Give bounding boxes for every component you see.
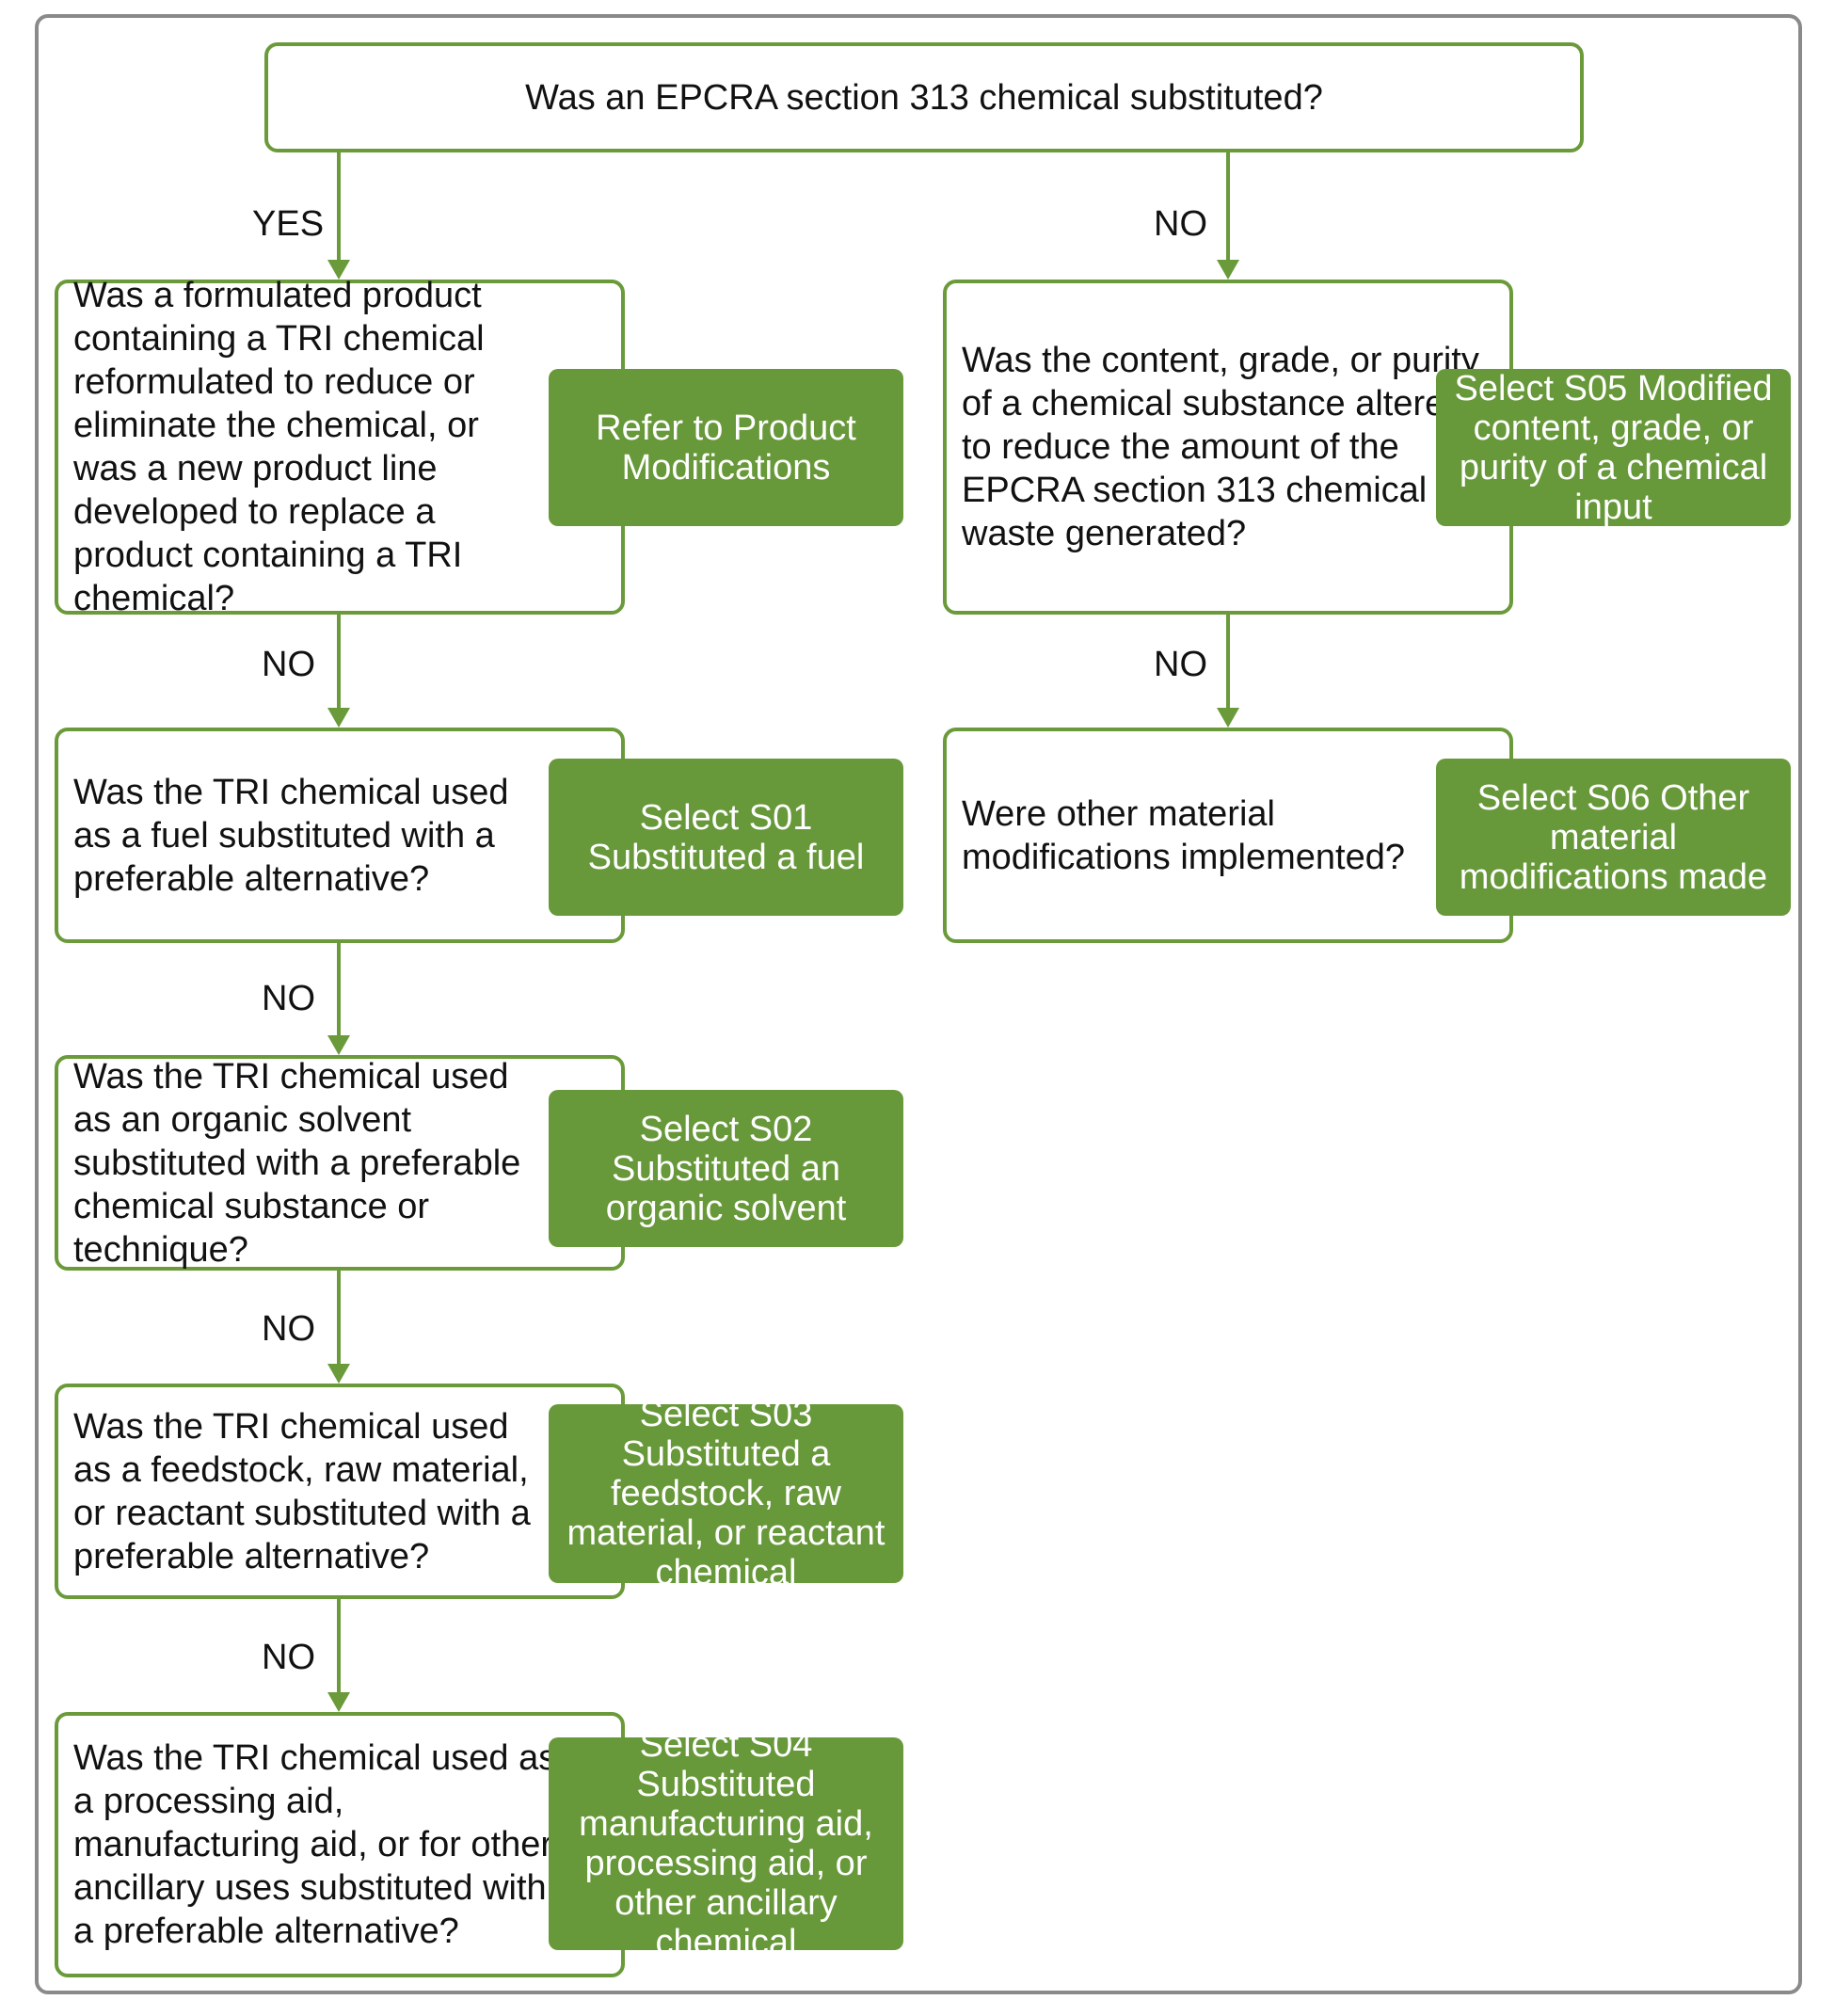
label-yes: YES bbox=[252, 204, 325, 244]
top-question-text: Was an EPCRA section 313 chemical substi… bbox=[525, 77, 1323, 118]
label-no-r1: NO bbox=[1154, 645, 1207, 684]
top-question-box: Was an EPCRA section 313 chemical substi… bbox=[264, 42, 1584, 152]
label-no-q2: NO bbox=[262, 979, 315, 1018]
question-box-q5: Was the TRI chemical used as a processin… bbox=[55, 1712, 625, 1977]
question-text-r1: Was the content, grade, or purity of a c… bbox=[962, 341, 1479, 553]
question-text-q1: Was a formulated product containing a TR… bbox=[73, 276, 485, 618]
answer-box-b2: Select S06 Other material modifications … bbox=[1436, 759, 1791, 916]
arrowhead bbox=[327, 260, 350, 280]
answer-box-a4: Select S03 Substituted a feedstock, raw … bbox=[549, 1395, 903, 1592]
answer-text-a5: Select S04 Substituted manufacturing aid… bbox=[579, 1725, 873, 1962]
question-box-q4: Was the TRI chemical used as a feedstock… bbox=[55, 1384, 625, 1599]
question-text-q3: Was the TRI chemical used as an organic … bbox=[73, 1056, 521, 1270]
label-no-right-top: NO bbox=[1154, 204, 1207, 244]
answer-box-a2: Select S01 Substituted a fuel bbox=[549, 759, 903, 916]
answer-box-a1: Refer to Product Modifications bbox=[549, 369, 903, 526]
question-text-r2: Were other material modifications implem… bbox=[962, 793, 1406, 877]
question-box-q2: Was the TRI chemical used as a fuel subs… bbox=[55, 728, 625, 943]
question-text-q5: Was the TRI chemical used as a processin… bbox=[73, 1738, 557, 1951]
arrowhead bbox=[1217, 260, 1239, 280]
answer-text-b1: Select S05 Modified content, grade, or p… bbox=[1454, 368, 1773, 527]
arrowhead bbox=[327, 708, 350, 728]
question-box-r1: Was the content, grade, or purity of a c… bbox=[943, 280, 1513, 615]
label-no-q3: NO bbox=[262, 1309, 315, 1349]
answer-text-a2: Select S01 Substituted a fuel bbox=[587, 797, 865, 877]
question-box-r2: Were other material modifications implem… bbox=[943, 728, 1513, 943]
answer-text-a3: Select S02 Substituted an organic solven… bbox=[605, 1109, 847, 1228]
question-text-q4: Was the TRI chemical used as a feedstock… bbox=[73, 1406, 531, 1576]
answer-text-b2: Select S06 Other material modifications … bbox=[1459, 777, 1768, 897]
diagram-frame bbox=[35, 14, 1802, 1994]
answer-box-a5: Select S04 Substituted manufacturing aid… bbox=[549, 1725, 903, 1962]
question-box-q3: Was the TRI chemical used as an organic … bbox=[55, 1055, 625, 1271]
label-no-q4: NO bbox=[262, 1638, 315, 1677]
question-text-q2: Was the TRI chemical used as a fuel subs… bbox=[73, 772, 509, 899]
arrowhead bbox=[327, 1035, 350, 1055]
arrowhead bbox=[1217, 708, 1239, 728]
answer-box-a3: Select S02 Substituted an organic solven… bbox=[549, 1090, 903, 1247]
label-no-q1: NO bbox=[262, 645, 315, 684]
question-box-q1: Was a formulated product containing a TR… bbox=[55, 276, 625, 618]
arrowhead bbox=[327, 1364, 350, 1384]
answer-box-b1: Select S05 Modified content, grade, or p… bbox=[1436, 368, 1791, 527]
answer-text-a4: Select S03 Substituted a feedstock, raw … bbox=[566, 1395, 886, 1592]
arrowhead bbox=[327, 1692, 350, 1712]
answer-text-a1: Refer to Product Modifications bbox=[596, 408, 856, 488]
